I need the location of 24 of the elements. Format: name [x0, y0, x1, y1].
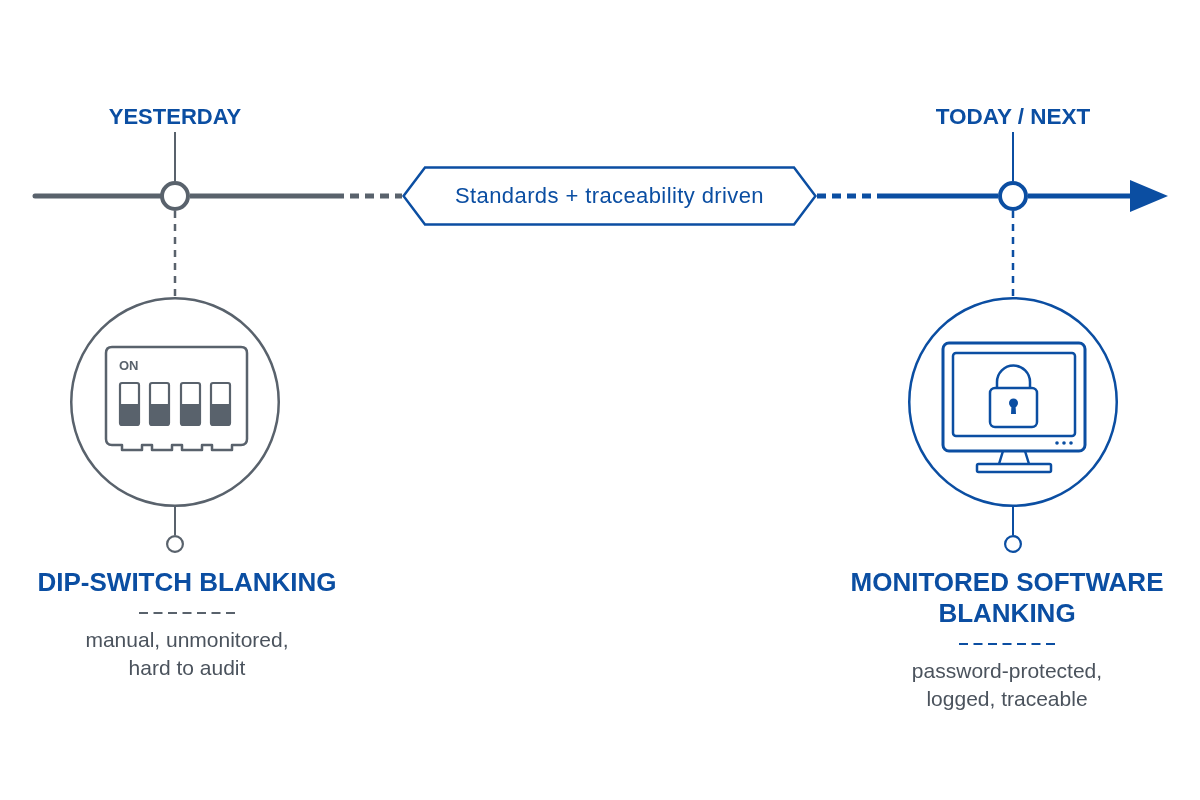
item-title: DIP-SWITCH BLANKING — [37, 567, 337, 598]
endpoint-circle — [1004, 535, 1022, 553]
item-description: password-protected, logged, traceable — [910, 658, 1104, 712]
dashed-connector — [1011, 211, 1015, 297]
period-label: TODAY / NEXT — [935, 102, 1091, 132]
timeline-marker — [998, 181, 1028, 211]
item-description: manual, unmonitored, hard to audit — [84, 627, 290, 681]
icon-circle — [70, 297, 280, 507]
hexagon-banner: Standards + traceability driven — [402, 166, 817, 226]
stem-line — [1012, 506, 1014, 536]
icon-circle — [908, 297, 1118, 507]
timeline-arrow — [1028, 180, 1168, 212]
dashed-connector — [173, 211, 177, 297]
timeline-line — [187, 193, 405, 199]
timeline-line — [32, 193, 163, 199]
tick-line — [1012, 131, 1014, 182]
period-label: YESTERDAY — [108, 102, 242, 132]
timeline-marker — [160, 181, 190, 211]
tick-line — [174, 131, 176, 182]
switch-on-label: ON — [119, 358, 139, 373]
endpoint-circle — [166, 535, 184, 553]
timeline-line — [814, 193, 1001, 199]
stem-line — [174, 506, 176, 536]
item-title: MONITORED SOFTWARE BLANKING — [849, 567, 1165, 629]
